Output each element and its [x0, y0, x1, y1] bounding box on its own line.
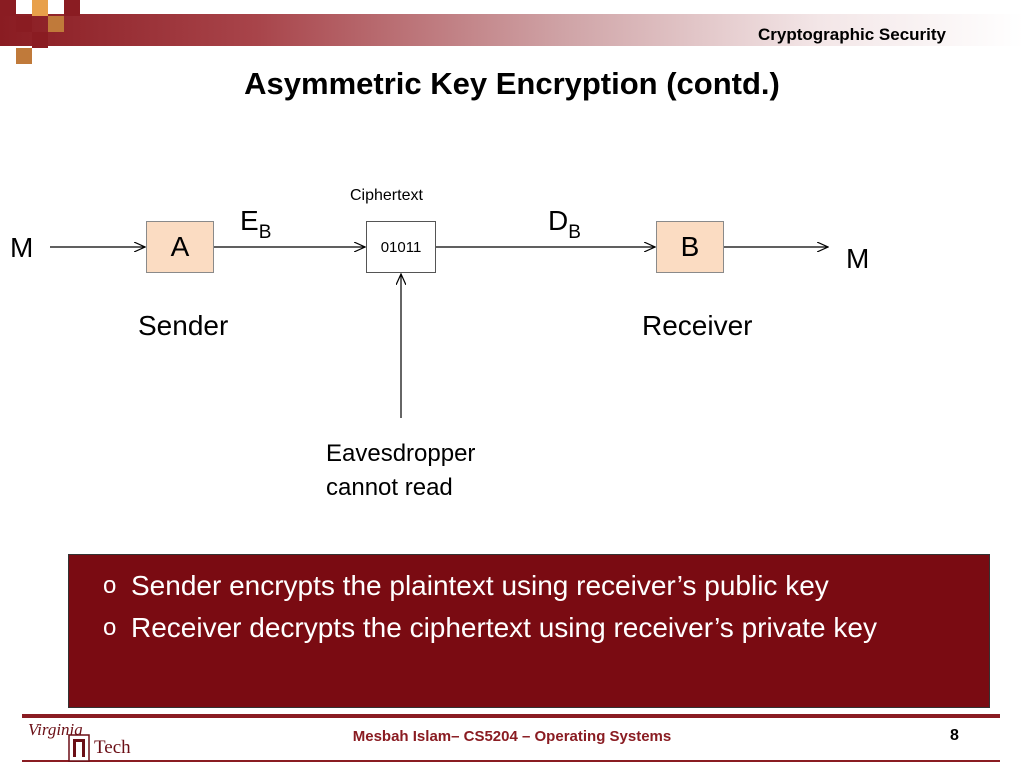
- course-label: Cryptographic Security: [758, 25, 946, 44]
- ciphertext-label: Ciphertext: [350, 187, 423, 204]
- bullet-text: Sender encrypts the plaintext using rece…: [131, 570, 829, 601]
- notes-box: o Sender encrypts the plaintext using re…: [68, 554, 990, 708]
- bullet-marker: o: [103, 614, 117, 641]
- receiver-box: B: [656, 221, 724, 273]
- output-message-label: M: [846, 243, 870, 274]
- footer-rule: [22, 714, 1000, 718]
- bullet-text: Receiver decrypts the ciphertext using r…: [131, 612, 877, 643]
- university-logo: Virginia Tech: [24, 720, 134, 764]
- footer-rule-bottom: [22, 760, 1000, 762]
- footer-text: Mesbah Islam– CS5204 – Operating Systems: [352, 728, 672, 745]
- decrypt-key-label: DB: [548, 205, 581, 243]
- bullet-marker: o: [103, 572, 117, 599]
- bullet-item: o Sender encrypts the plaintext using re…: [103, 565, 981, 607]
- logo-shield-icon: [68, 734, 90, 762]
- logo-word-tech: Tech: [94, 737, 131, 758]
- logo-checker-icon: [0, 0, 80, 64]
- sender-box: A: [146, 221, 214, 273]
- encrypt-key-label: EB: [240, 205, 272, 243]
- receiver-label: Receiver: [642, 310, 753, 341]
- page-number: 8: [950, 727, 959, 744]
- ciphertext-box: 01011: [366, 221, 436, 273]
- sender-label: Sender: [138, 310, 229, 341]
- slide-title: Asymmetric Key Encryption (contd.): [244, 66, 780, 101]
- input-message-label: M: [10, 232, 34, 263]
- bullet-item: o Receiver decrypts the ciphertext using…: [103, 607, 981, 649]
- header-band: [0, 14, 1024, 46]
- eavesdropper-label: Eavesdropper cannot read: [326, 440, 476, 501]
